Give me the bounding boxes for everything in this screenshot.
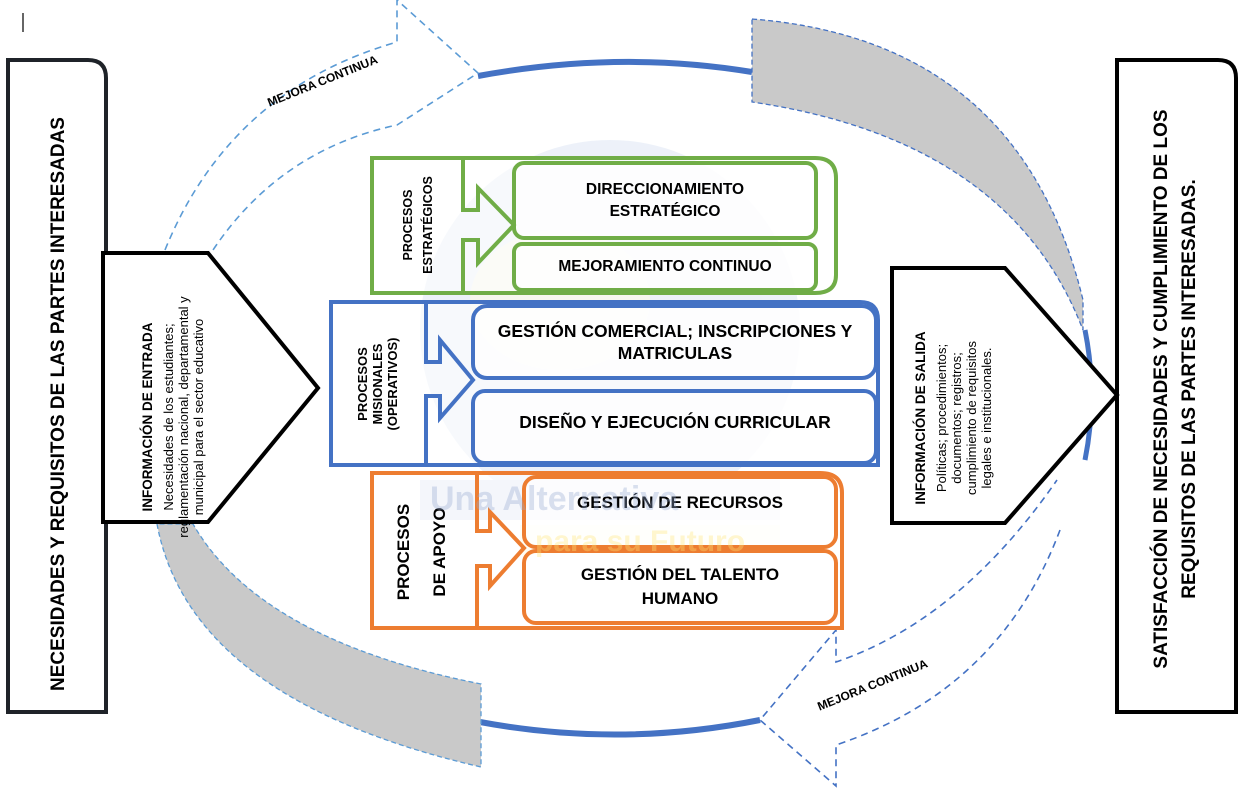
missional-item-box-2[interactable] [471, 389, 878, 465]
left-panel-title-text: NECESIDADES Y REQUISITOS DE LAS PARTES I… [48, 117, 69, 691]
input-info-body: Necesidades de los estudiantes; reglamen… [161, 296, 206, 538]
missional-label-line2: MISIONALES [369, 343, 385, 425]
output-info-body: Políticas; procedimientos; documentos; r… [933, 341, 994, 495]
strategic-item-2: MEJORAMIENTO CONTINUO [558, 258, 772, 275]
support-label-line2: DE APOYO [430, 507, 449, 597]
strategic-label-line2: ESTRATÉGICOS [421, 176, 435, 274]
support-group-label: PROCESOS DE APOYO [394, 492, 449, 612]
support-label-line1: PROCESOS [394, 503, 413, 601]
cycle-arc-bottom [479, 717, 761, 738]
right-panel-title-text: SATISFACCIÓN DE NECESIDADES Y CUMPLIMIEN… [1151, 109, 1200, 669]
left-panel-title: NECESIDADES Y REQUISITOS DE LAS PARTES I… [19, 84, 99, 724]
strategic-group [370, 156, 838, 295]
input-info-text: INFORMACIÓN DE ENTRADA Necesidades de lo… [118, 287, 228, 547]
missional-label-line3: (OPERATIVOS) [384, 337, 400, 431]
output-info-heading: INFORMACIÓN DE SALIDA [912, 331, 928, 505]
strategic-item-box-2[interactable] [512, 242, 818, 292]
mejora-continua-arrow-bottom [758, 479, 1061, 788]
mejora-continua-arrow-top [164, 0, 480, 251]
output-info-arrow [890, 266, 1120, 525]
gray-arc-arrow-top-right [751, 18, 1084, 331]
strategic-label-line1: PROCESOS [401, 189, 415, 261]
right-panel-box [1115, 58, 1238, 714]
support-group [370, 471, 844, 630]
support-item-box-1[interactable] [522, 475, 838, 549]
output-info-text: INFORMACIÓN DE SALIDA Políticas; procedi… [893, 298, 1013, 538]
missional-item-box-1[interactable] [471, 304, 878, 380]
missional-item-1: GESTIÓN COMERCIAL; INSCRIPCIONES Y MATRI… [497, 321, 853, 363]
right-panel-title: SATISFACCIÓN DE NECESIDADES Y CUMPLIMIEN… [1131, 69, 1221, 709]
missional-group-label: PROCESOS MISIONALES (OPERATIVOS) [347, 320, 407, 448]
strategic-item-box-1[interactable] [512, 161, 818, 240]
gray-arc-arrow-bottom-left [156, 523, 482, 768]
missional-group [329, 300, 880, 467]
support-item-box-2[interactable] [522, 549, 838, 625]
input-info-heading: INFORMACIÓN DE ENTRADA [140, 322, 155, 512]
missional-label-line1: PROCESOS [354, 347, 370, 421]
support-item-2: GESTIÓN DEL TALENTO HUMANO [580, 565, 780, 608]
cycle-arc-top [477, 58, 753, 79]
strategic-group-label: PROCESOS ESTRATÉGICOS [396, 160, 440, 290]
missional-item-2: DISEÑO Y EJECUCIÓN CURRICULAR [519, 411, 831, 432]
input-info-arrow [101, 251, 321, 524]
strategic-item-1: DIRECCIONAMIENTO ESTRATÉGICO [585, 181, 745, 220]
support-item-1: GESTIÓN DE RECURSOS [577, 493, 783, 512]
